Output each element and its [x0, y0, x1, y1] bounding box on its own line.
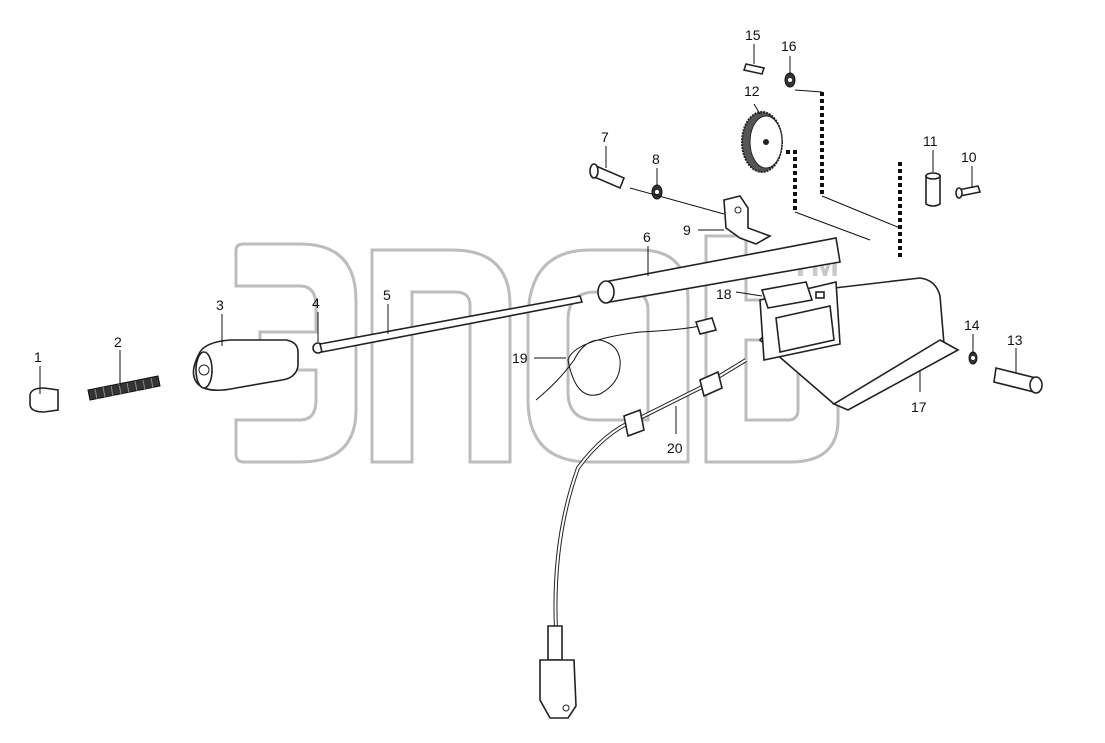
callout-18: 18: [716, 286, 732, 302]
part-1-cap: [29, 387, 59, 413]
leader-lines: [39, 44, 1017, 434]
part-20-cable: [539, 358, 748, 719]
part-5-rod: [319, 295, 584, 353]
part-6-tube: [597, 237, 841, 304]
part-9-bracket: [629, 187, 772, 245]
callout-19: 19: [512, 350, 528, 366]
part-17-housing: [758, 277, 960, 411]
part-14-washer: [968, 351, 978, 365]
part-3-handle: [192, 339, 299, 392]
callout-11: 11: [923, 133, 938, 149]
callout-3: 3: [216, 297, 224, 313]
callout-20: 20: [667, 440, 683, 456]
callout-10: 10: [961, 149, 977, 165]
callout-13: 13: [1007, 332, 1023, 348]
part-7-pin: [589, 163, 626, 190]
part-13-pin: [993, 367, 1043, 394]
part-15-screw: [742, 63, 766, 75]
callout-4: 4: [312, 295, 320, 311]
callout-15: 15: [745, 27, 761, 43]
part-18-switch: [760, 281, 825, 309]
callouts: 1 2 3 4 5 6 7 8 9 10 11 12 13 14 15 16 1…: [34, 27, 1023, 456]
connection-lines: [786, 89, 902, 260]
part-12-gear: [741, 111, 783, 173]
callout-9: 9: [683, 222, 691, 238]
part-8-washer: [651, 184, 663, 200]
part-16-washer: [784, 72, 796, 88]
callout-5: 5: [383, 287, 391, 303]
part-19-wire: [535, 317, 718, 401]
callout-16: 16: [781, 38, 797, 54]
callout-12: 12: [744, 83, 760, 99]
callout-14: 14: [964, 317, 980, 333]
callout-7: 7: [601, 129, 609, 145]
callout-17: 17: [911, 399, 927, 415]
callout-8: 8: [652, 151, 660, 167]
part-10-bolt: [955, 185, 982, 199]
callout-2: 2: [114, 334, 122, 350]
callout-1: 1: [34, 349, 42, 365]
callout-6: 6: [643, 229, 651, 245]
part-2-spring: [87, 375, 161, 401]
part-11-pin: [925, 172, 941, 207]
